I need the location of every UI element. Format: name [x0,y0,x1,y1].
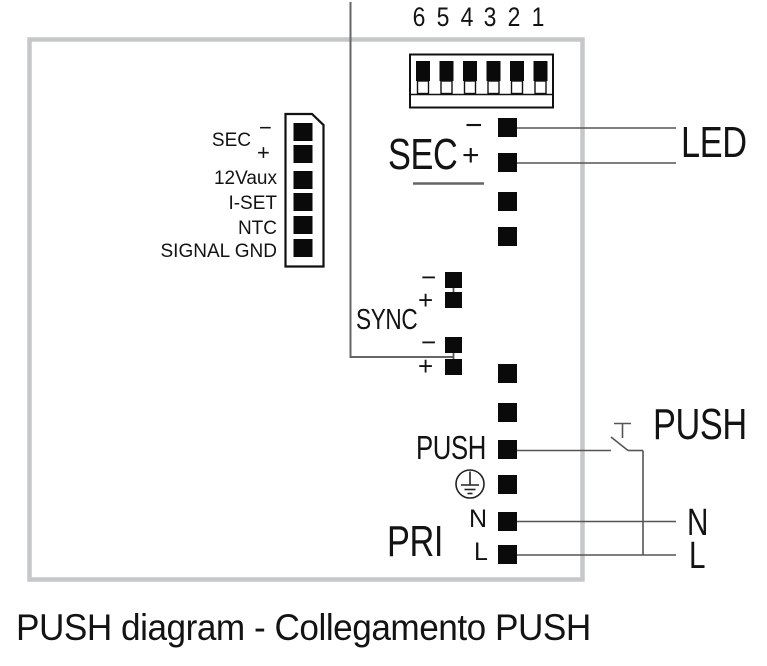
terminal-column [498,118,517,564]
terminal-neutral [498,512,517,531]
led-label: LED [681,118,747,167]
dip-number-6: 6 [412,2,426,32]
dip-number-5: 5 [436,2,450,32]
terminal-push [498,440,517,459]
driver-outline-box [27,37,585,582]
sync-wire-from-top [349,2,454,358]
neutral-external-label: N [687,502,709,544]
terminal-sec-plus [498,153,517,172]
pin-sec-minus [293,123,313,141]
pin-label-sec: SEC [211,130,251,151]
sync-label: SYNC [356,304,418,336]
terminal-4 [498,227,517,246]
push-button-blade [610,436,629,452]
terminal-3 [498,192,517,211]
terminal-5 [498,364,517,383]
neutral-terminal-label: N [469,505,488,533]
pin-sec-plus [293,145,313,163]
sec-label: SEC [388,130,458,179]
sync-plus-2: + [418,351,434,381]
signal-connector [284,112,325,268]
sync-minus-2: − [421,327,437,357]
terminal-sec-minus [498,118,517,137]
sync-minus-1: − [421,262,437,292]
diagram-caption: PUSH diagram - Collegamento PUSH [16,607,591,648]
dip-number-4: 4 [460,2,474,32]
sync-terminal-minus-1 [445,272,462,288]
pin-label-ntc: NTC [237,218,277,239]
pin-signal-gnd [293,239,313,257]
terminal-line [498,545,517,564]
pin-label-sec-minus: − [259,115,272,140]
sync-plus-1: + [418,285,434,315]
protective-earth-icon [455,469,485,499]
dip-switch [409,53,554,109]
pin-label-signal-gnd: SIGNAL GND [160,241,278,262]
push-button-label: PUSH [653,400,747,449]
sec-minus-sign: − [465,109,483,142]
pri-label: PRI [387,517,444,566]
pin-label-iset: I-SET [228,193,277,214]
line-external-label: L [689,535,706,577]
pin-ntc [293,216,313,234]
dip-number-2: 2 [507,2,521,32]
line-terminal-label: L [474,538,488,566]
pin-iset [293,193,313,211]
terminal-6 [498,403,517,422]
dip-number-1: 1 [531,2,545,32]
dip-number-3: 3 [483,2,497,32]
pin-12vaux [293,171,313,189]
dip-switch-levers [416,61,548,95]
sec-plus-sign: + [462,139,480,172]
pin-label-12vaux: 12Vaux [213,168,277,189]
sync-terminal-minus-2 [445,337,462,353]
sync-terminal-plus-2 [445,359,462,375]
dip-switch-body [409,53,554,109]
terminal-earth [498,475,517,494]
pin-label-sec-plus: + [257,140,270,165]
push-button-symbol [517,422,644,555]
sync-terminal-plus-1 [445,292,462,308]
push-terminal-label: PUSH [416,429,486,466]
